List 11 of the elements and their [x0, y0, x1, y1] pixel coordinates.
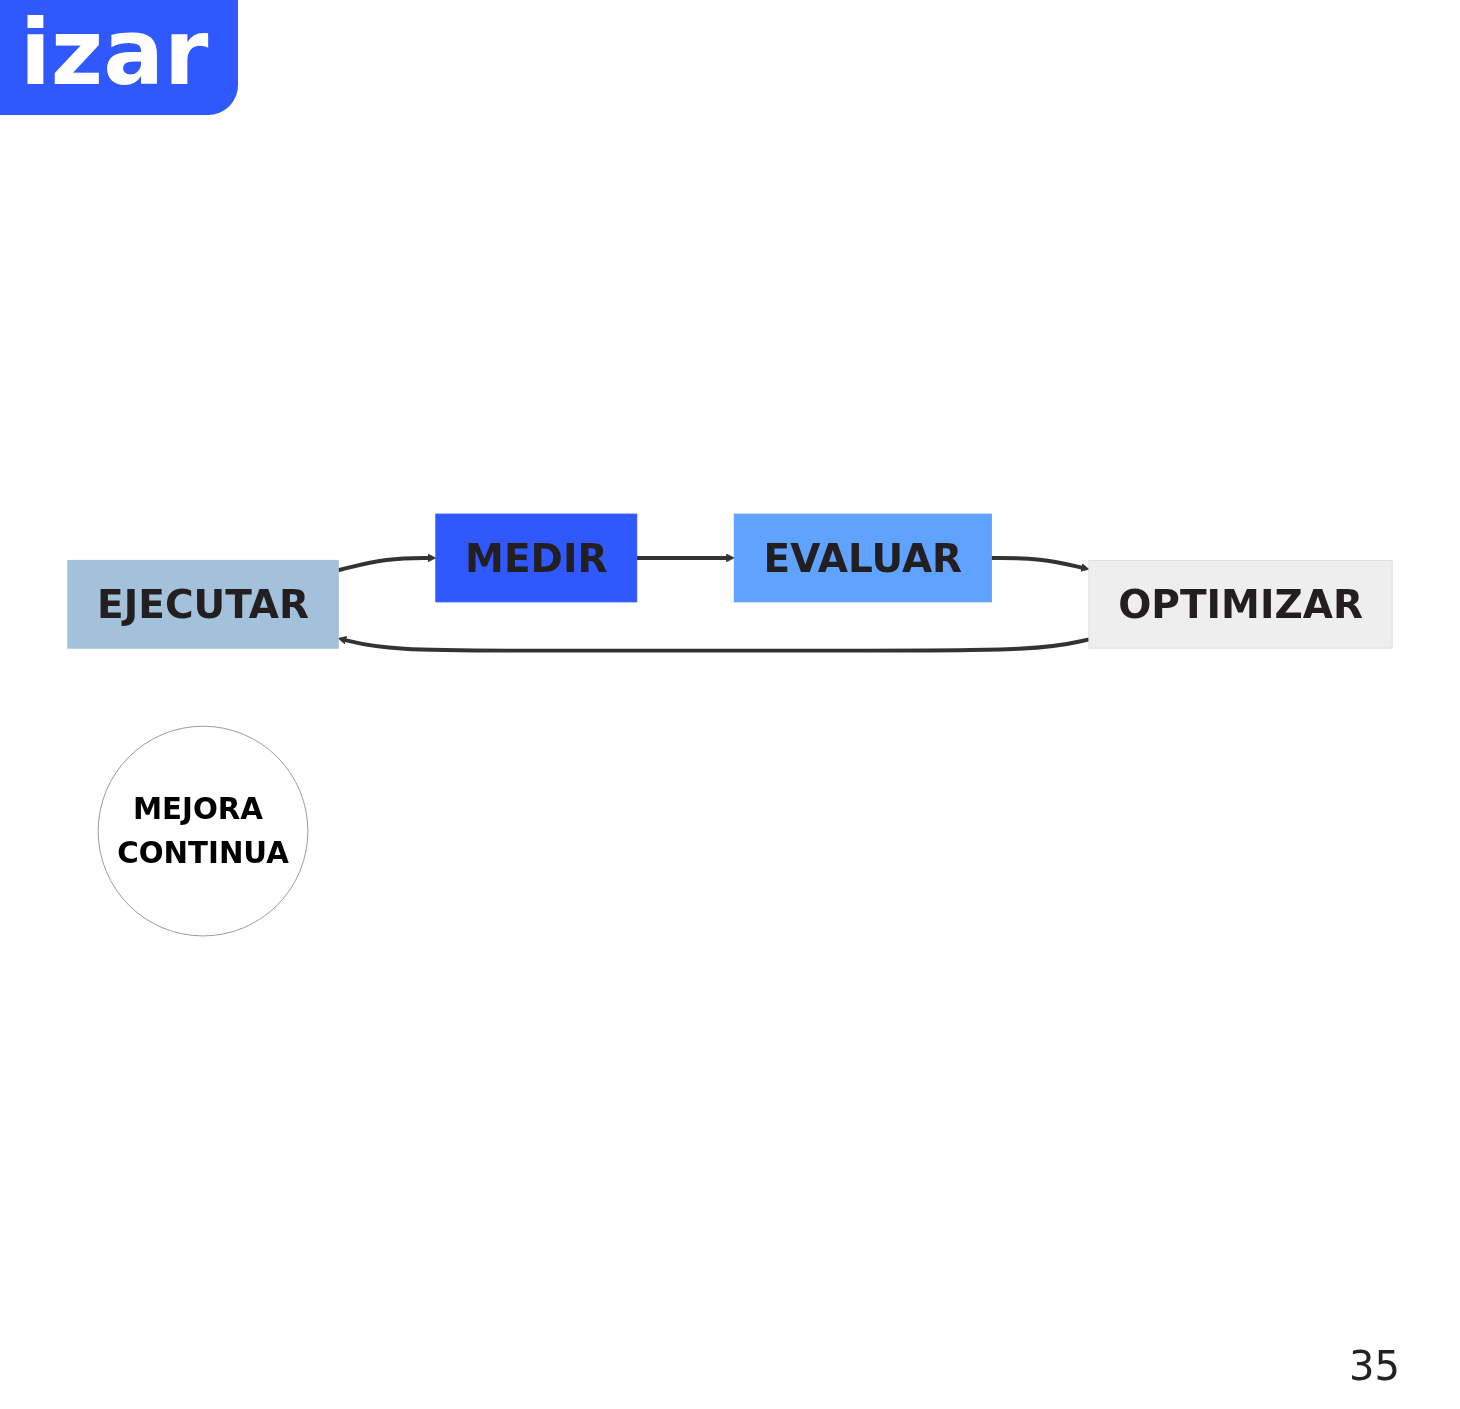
node-box: EVALUAR: [733, 513, 992, 603]
page-number: 35: [1349, 1343, 1400, 1389]
node-circle: MEJORA CONTINUA: [97, 725, 309, 937]
arrow: [337, 553, 437, 573]
node-box: MEDIR: [435, 513, 638, 603]
node-box: EJECUTAR: [67, 559, 339, 649]
arrow: [636, 553, 735, 563]
arrow: [337, 636, 1090, 653]
heading-fragment: izar: [0, 0, 239, 115]
node-box: OPTIMIZAR: [1088, 559, 1393, 649]
arrow: [991, 556, 1090, 572]
